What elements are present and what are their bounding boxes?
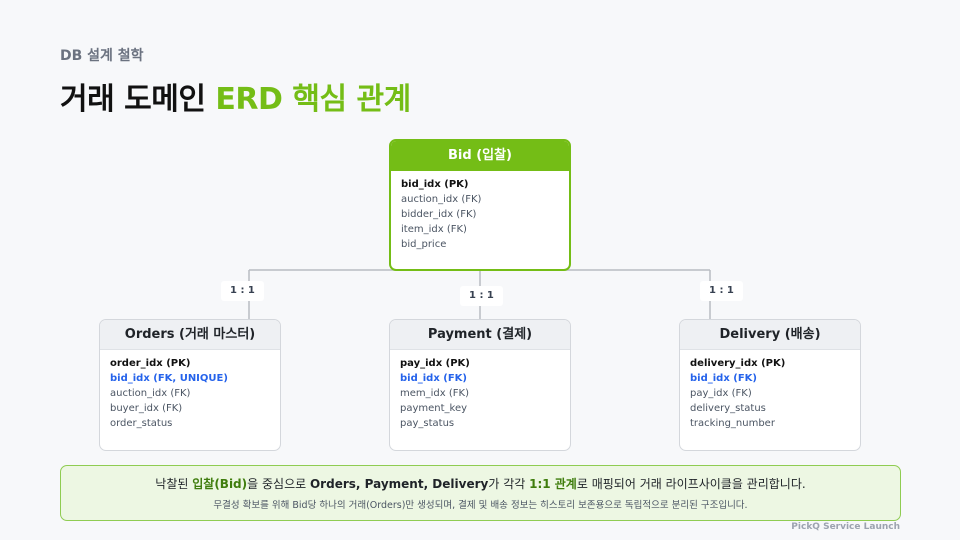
- title-highlight: ERD 핵심 관계: [215, 82, 411, 117]
- entity-delivery-name: Delivery (배송): [680, 320, 860, 350]
- page-title: 거래 도메인 ERD 핵심 관계: [60, 74, 411, 118]
- entity-field: item_idx (FK): [401, 224, 467, 235]
- entity-field: bid_idx (FK): [400, 373, 467, 384]
- summary-sub: 무결성 확보를 위해 Bid당 하나의 거래(Orders)만 생성되며, 결제…: [213, 500, 748, 511]
- entity-field: delivery_idx (PK): [690, 358, 786, 369]
- entity-field: auction_idx (FK): [401, 194, 482, 205]
- entity-payment: Payment (결제) pay_idx (PK) bid_idx (FK) mem…: [389, 319, 571, 451]
- entity-field: order_idx (PK): [110, 358, 191, 369]
- entity-field: auction_idx (FK): [110, 388, 191, 399]
- entity-field: bidder_idx (FK): [401, 209, 477, 220]
- entity-field: bid_idx (FK): [690, 373, 757, 384]
- footer-brand: PickQ Service Launch: [791, 522, 900, 532]
- entity-bid-fields: bid_idx (PK) auction_idx (FK) bidder_idx (…: [391, 171, 569, 252]
- entity-bid-name: Bid (입찰): [391, 141, 569, 171]
- ratio-orders: 1 : 1: [221, 281, 264, 301]
- summary-box: 낙찰된 입찰(Bid)을 중심으로 Orders, Payment, Deliv…: [60, 465, 901, 521]
- summary-highlight-entities: Orders, Payment, Delivery: [309, 477, 489, 491]
- entity-field: mem_idx (FK): [400, 388, 469, 399]
- entity-orders: Orders (거래 마스터) order_idx (PK) bid_idx (F…: [99, 319, 281, 451]
- entity-field: delivery_status: [690, 403, 766, 414]
- entity-field: bid_price: [401, 239, 447, 250]
- entity-field: pay_status: [400, 418, 455, 429]
- entity-field: payment_key: [400, 403, 468, 414]
- entity-field: pay_idx (PK): [400, 358, 470, 369]
- entity-field: bid_idx (PK): [401, 179, 469, 190]
- summary-text: 가 각각: [488, 477, 530, 491]
- section-kicker: DB 설계 철학: [60, 48, 144, 64]
- summary-highlight-bid: 입찰(Bid): [192, 477, 248, 491]
- entity-bid: Bid (입찰) bid_idx (PK)auction_idx (FK)bid…: [389, 139, 571, 271]
- entity-field: tracking_number: [690, 418, 775, 429]
- entity-payment-fields: pay_idx (PK) bid_idx (FK) mem_idx (FK) paym…: [390, 350, 570, 431]
- ratio-payment: 1 : 1: [460, 286, 503, 306]
- summary-text: 로 매핑되어 거래 라이프사이클을 관리합니다.: [576, 477, 806, 491]
- entity-field: pay_idx (FK): [690, 388, 752, 399]
- entity-orders-fields: order_idx (PK) bid_idx (FK, UNIQUE) auctio…: [100, 350, 280, 431]
- entity-field: bid_idx (FK, UNIQUE): [110, 373, 228, 384]
- ratio-delivery: 1 : 1: [700, 281, 743, 301]
- entity-orders-name: Orders (거래 마스터): [100, 320, 280, 350]
- entity-field: buyer_idx (FK): [110, 403, 183, 414]
- summary-text: 을 중심으로: [247, 477, 310, 491]
- entity-delivery-fields: delivery_idx (PK) bid_idx (FK) pay_idx (FK…: [680, 350, 860, 431]
- entity-field: order_status: [110, 418, 173, 429]
- title-prefix: 거래 도메인: [60, 82, 206, 117]
- summary-text: 낙찰된: [155, 477, 193, 491]
- entity-delivery: Delivery (배송) delivery_idx (PK) bid_idx (…: [679, 319, 861, 451]
- summary-highlight-relation: 1:1 관계: [529, 477, 577, 491]
- summary-main: 낙찰된 입찰(Bid)을 중심으로 Orders, Payment, Deliv…: [61, 475, 900, 492]
- entity-payment-name: Payment (결제): [390, 320, 570, 350]
